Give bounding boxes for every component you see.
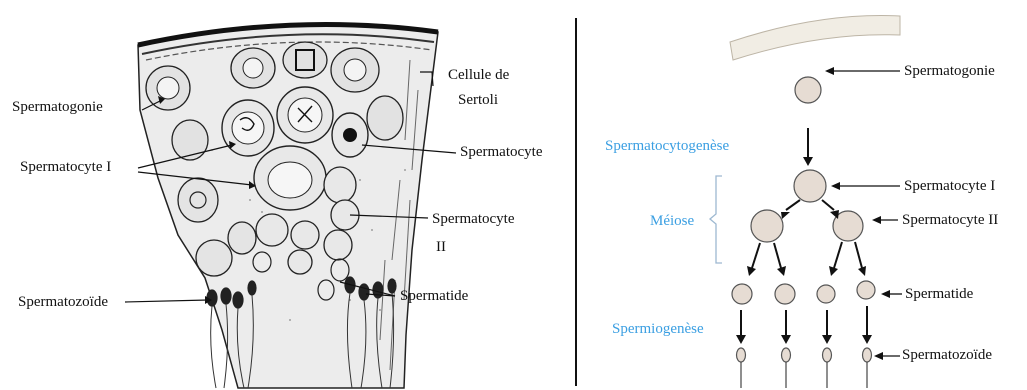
label-spermatide-left: Spermatide xyxy=(400,289,468,304)
spermatozoide-head-2 xyxy=(782,348,791,362)
spermatocyte-ii-cell-left xyxy=(751,210,783,242)
spermatozoide-head-4 xyxy=(863,348,872,362)
phase-spermatocytogenese: Spermatocytogenèse xyxy=(605,139,729,154)
label-spermatocyte-ii-right: Spermatocyte II xyxy=(902,213,998,228)
label-spermatide-right: Spermatide xyxy=(905,287,973,302)
label-spermatocyte-ii-line2: II xyxy=(436,240,446,255)
label-spermatozoide-left: Spermatozoïde xyxy=(18,295,108,310)
label-spermatozoide-right: Spermatozoïde xyxy=(902,348,992,363)
spermatocyte-i-cell xyxy=(794,170,826,202)
spermatide-cell-2 xyxy=(775,284,795,304)
meiose-bracket xyxy=(710,176,722,263)
tubule-wall-schematic xyxy=(730,16,900,60)
label-spermatogonie-left: Spermatogonie xyxy=(12,100,103,115)
spermatide-cell-4 xyxy=(857,281,875,299)
spermatide-cell-3 xyxy=(817,285,835,303)
spermatide-cell-1 xyxy=(732,284,752,304)
spermatogonie-cell xyxy=(795,77,821,103)
label-spermatogonie-right: Spermatogonie xyxy=(904,64,995,79)
label-spermatocyte-ii-line1: Spermatocyte xyxy=(432,212,514,227)
label-spermatocyte-left: Spermatocyte xyxy=(460,145,542,160)
label-spermatocyte-i-left: Spermatocyte I xyxy=(20,160,111,175)
schematic-tails xyxy=(741,362,867,388)
tubule-section-drawing xyxy=(138,24,438,388)
phase-spermiogenese: Spermiogenèse xyxy=(612,322,704,337)
spermatozoide-head-3 xyxy=(823,348,832,362)
panel-divider xyxy=(575,18,577,386)
phase-meiose: Méiose xyxy=(650,214,694,229)
label-cellule-sertoli-line1: Cellule de xyxy=(448,68,509,83)
label-cellule-sertoli-line2: Sertoli xyxy=(458,93,498,108)
spermatozoide-head-1 xyxy=(737,348,746,362)
label-spermatocyte-i-right: Spermatocyte I xyxy=(904,179,995,194)
schematic-cells xyxy=(732,77,875,362)
